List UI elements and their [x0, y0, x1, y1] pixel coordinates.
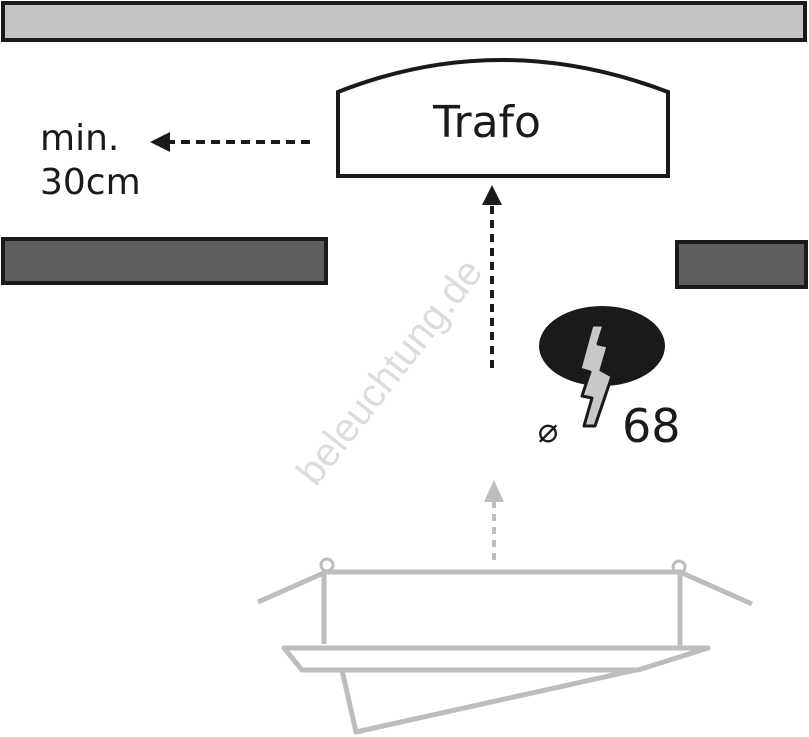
recessed-fixture [256, 557, 754, 735]
ceiling-right-bar [675, 240, 808, 289]
ceiling-left-bar [1, 237, 328, 285]
trafo-box [336, 58, 670, 178]
watermark-text: beleuchtung.de [288, 251, 491, 494]
trafo-label: Trafo [432, 97, 541, 148]
diameter-value: 68 [622, 399, 681, 453]
insert-arrow-lower-head [484, 480, 504, 502]
distance-label-min: min. [40, 118, 119, 159]
ceiling-top-bar [1, 1, 807, 42]
diameter-symbol: ⌀ [538, 411, 558, 451]
distance-label-value: 30cm [40, 162, 141, 203]
cutout-diameter-icon [539, 306, 665, 428]
